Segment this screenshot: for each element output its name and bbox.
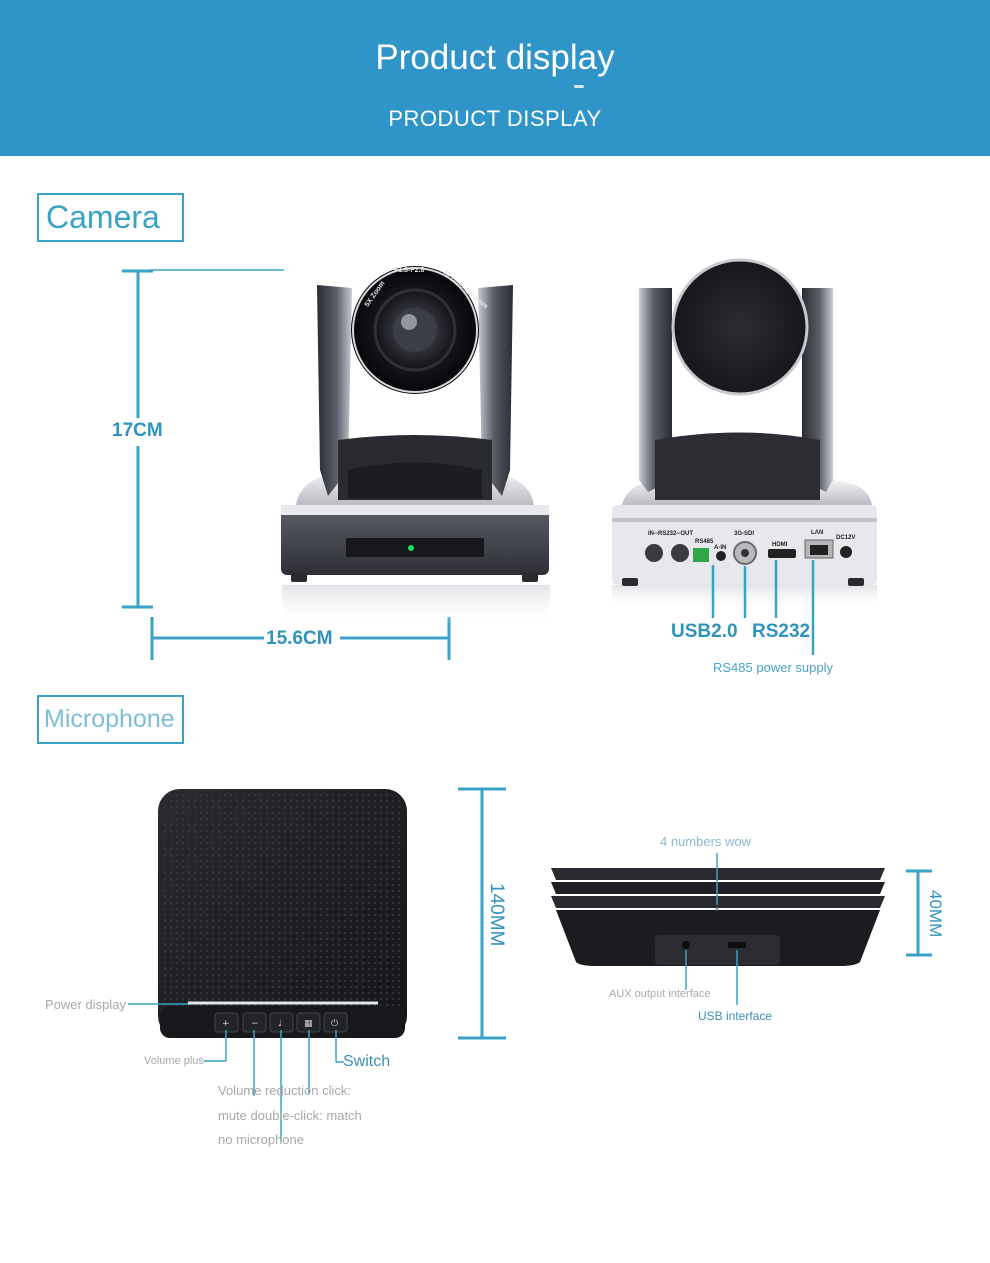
- port-label-usb: USB2.0: [671, 621, 738, 642]
- volume-reduction-label: Volume reduction click:: [218, 1083, 351, 1098]
- four-numbers-label: 4 numbers wow: [660, 834, 752, 849]
- lens-label-aperture: F1.8-F2.8: [394, 267, 424, 274]
- port-callout-lines: [711, 560, 815, 655]
- microphone-top-image: [158, 789, 407, 1038]
- panel-label-rs485: RS485: [695, 539, 714, 545]
- port-label-rs485: RS485 power supply: [713, 660, 833, 675]
- microphone-height-label: 140MM: [486, 883, 507, 947]
- page-subtitle: PRODUCT DISPLAY: [388, 106, 602, 131]
- panel-label-ain: A-IN: [714, 545, 726, 551]
- header-banner: Product display PRODUCT DISPLAY: [0, 0, 990, 156]
- camera-rear-image: [612, 258, 877, 610]
- camera-height-label: 17CM: [112, 420, 163, 441]
- camera-section-label: Camera: [37, 193, 184, 242]
- page-title: Product display: [375, 38, 615, 77]
- microphone-thickness-dimension: [906, 869, 932, 957]
- mute-label: mute double-click: match: [218, 1108, 362, 1123]
- camera-front-image: [281, 266, 550, 625]
- panel-label-rs232: IN--RS232--OUT: [648, 531, 693, 537]
- side-callout-lines: [685, 853, 738, 1005]
- grid-icon: ▦: [304, 1019, 313, 1029]
- microphone-thickness-label: 40MM: [926, 890, 945, 938]
- no-mic-label: no microphone: [218, 1132, 304, 1147]
- power-icon: ⏻: [331, 1018, 338, 1029]
- camera-width-label: 15.6CM: [266, 628, 333, 649]
- volume-minus-icon: −: [251, 1019, 259, 1029]
- panel-label-lan: LAN: [811, 530, 823, 536]
- camera-height-dimension: [122, 269, 153, 609]
- microphone-height-dimension: [458, 787, 506, 1040]
- volume-plus-label: Volume plus: [144, 1055, 204, 1067]
- power-display-label: Power display: [45, 997, 126, 1012]
- switch-label: Switch: [343, 1053, 391, 1070]
- banner-decoration: [574, 85, 584, 88]
- panel-label-sdi: 3G-SDI: [734, 531, 754, 537]
- usb-interface-label: USB interface: [698, 1009, 773, 1023]
- microphone-side-image: [551, 868, 885, 966]
- aux-label: AUX output interface: [609, 988, 711, 1000]
- microphone-section-label: Microphone: [37, 695, 184, 744]
- volume-plus-icon: +: [222, 1019, 230, 1029]
- port-label-rs232: RS232: [752, 621, 811, 642]
- panel-label-hdmi: HDMI: [772, 542, 788, 548]
- microphone-callout-lines: [128, 1003, 344, 1142]
- panel-label-dc: DC12V: [836, 535, 855, 541]
- mic-icon: ♩: [278, 1019, 282, 1029]
